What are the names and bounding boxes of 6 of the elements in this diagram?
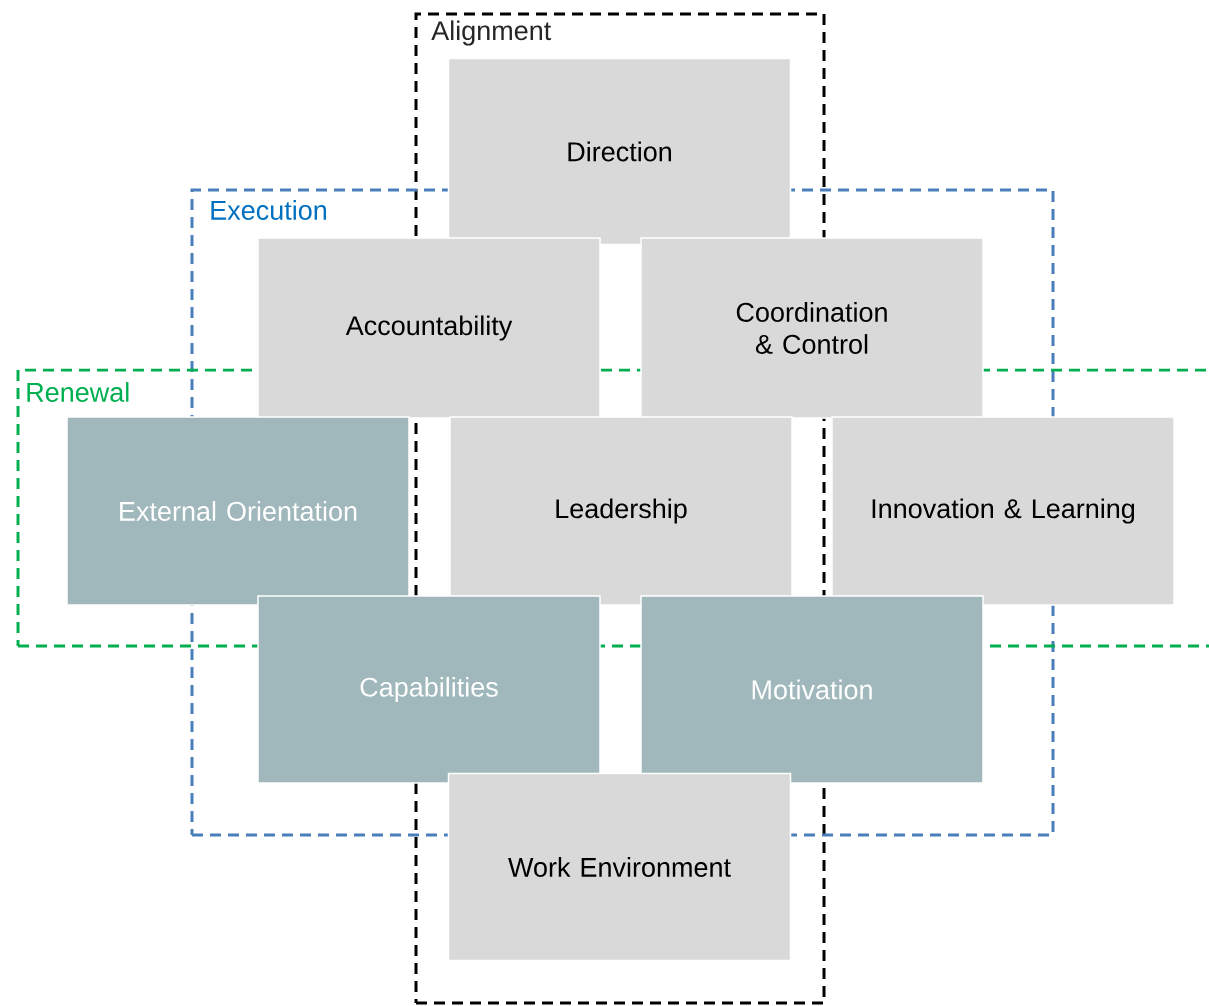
label-box: Direction [447, 57, 792, 246]
label-box: Leadership [449, 416, 793, 606]
frame-label: Alignment [431, 20, 552, 46]
frame-label: Renewal [27, 382, 129, 402]
frame-label: Execution [211, 200, 326, 220]
label-box: Work Environment [447, 772, 792, 962]
